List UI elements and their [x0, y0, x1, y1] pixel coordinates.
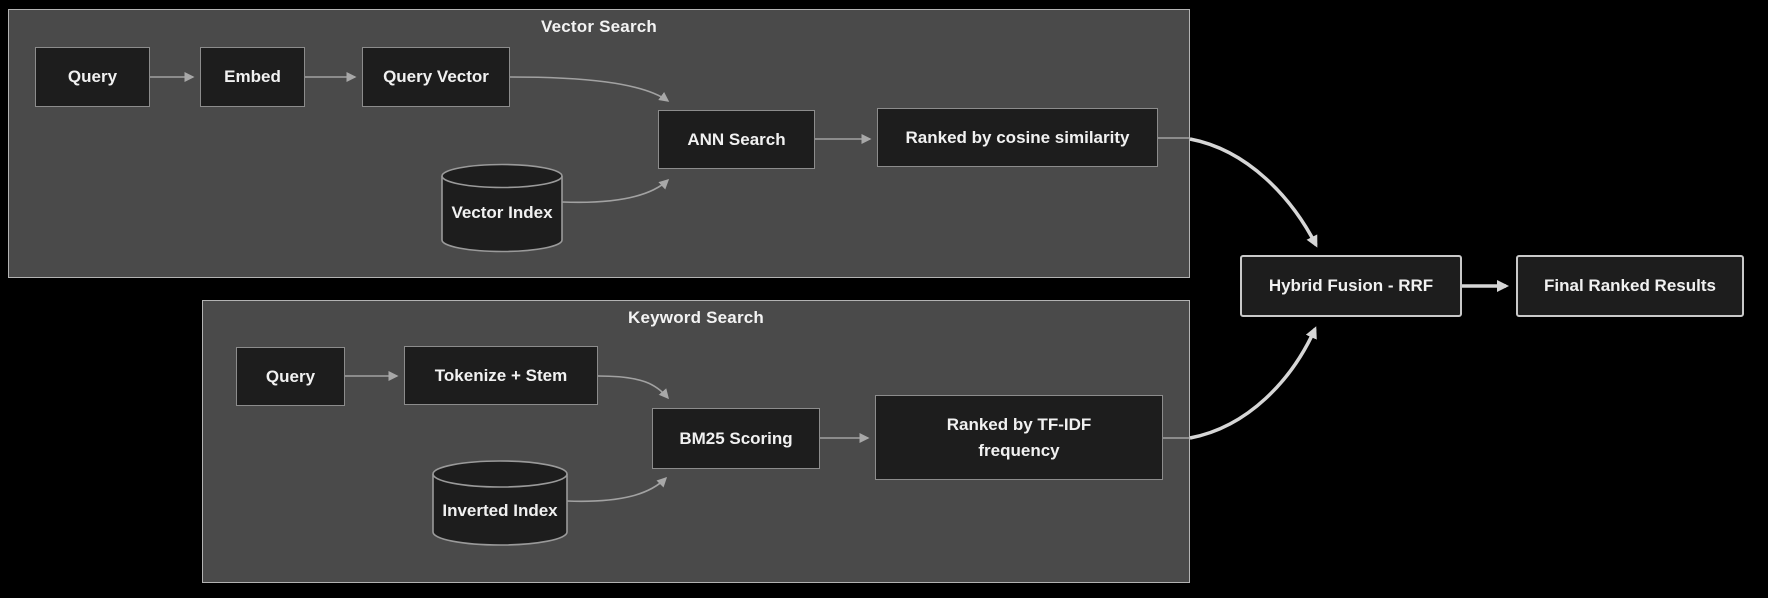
- label-vector-index: Vector Index: [451, 203, 553, 222]
- node-query-vector-branch: Query: [35, 47, 150, 107]
- node-query-keyword-branch: Query: [236, 347, 345, 406]
- node-bm25-scoring: BM25 Scoring: [652, 408, 820, 469]
- node-ranked-tfidf-frequency: Ranked by TF-IDF frequency: [875, 395, 1163, 480]
- node-final-ranked-results: Final Ranked Results: [1516, 255, 1744, 317]
- node-tokenize-stem: Tokenize + Stem: [404, 346, 598, 405]
- edge-keyword-branch-to-fusion: [1189, 326, 1317, 440]
- label-inverted-index: Inverted Index: [442, 501, 558, 520]
- edge-vector-branch-to-fusion: [1189, 137, 1318, 248]
- subgraph-title-keyword-search: Keyword Search: [627, 308, 765, 327]
- node-embed: Embed: [200, 47, 305, 107]
- node-query-vector: Query Vector: [362, 47, 510, 107]
- subgraph-title-vector-search: Vector Search: [541, 17, 657, 36]
- node-ranked-cosine-similarity: Ranked by cosine similarity: [877, 108, 1158, 167]
- node-ann-search: ANN Search: [658, 110, 815, 169]
- node-hybrid-fusion-rrf: Hybrid Fusion - RRF: [1240, 255, 1462, 317]
